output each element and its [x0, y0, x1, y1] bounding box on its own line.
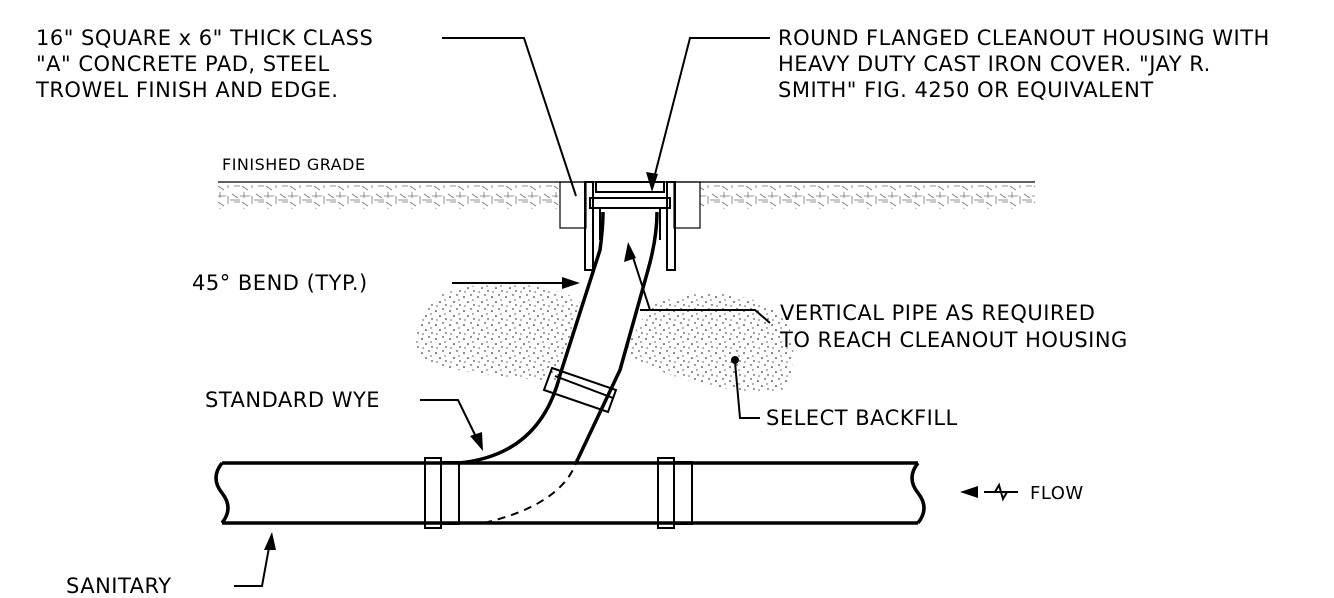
select-backfill-area: [415, 284, 794, 392]
sanitary-arrow: [264, 532, 276, 550]
pad-label-line1: 16" SQUARE x 6" THICK CLASS: [36, 26, 373, 50]
housing-label-line3: SMITH" FIG. 4250 OR EQUIVALENT: [778, 78, 1154, 102]
riser-coupling: [542, 366, 618, 414]
sanitary-label: SANITARY: [66, 574, 172, 598]
pad-leader: [442, 37, 577, 197]
callout-labels: 16" SQUARE x 6" THICK CLASS "A" CONCRETE…: [35, 26, 1270, 598]
backfill-right: [625, 293, 794, 392]
vertical-pipe-arrow: [624, 242, 636, 262]
backfill-label: SELECT BACKFILL: [766, 406, 958, 430]
leaders: [234, 37, 1018, 587]
housing-arrow: [646, 172, 658, 192]
wye-riser-pipe: [458, 211, 659, 524]
wye-arrow: [470, 432, 483, 451]
coupling-left: [424, 457, 442, 529]
pad-label-line3: TROWEL FINISH AND EDGE.: [35, 78, 338, 102]
finished-grade-soil: [218, 181, 1035, 209]
flow-label: FLOW: [1030, 483, 1084, 504]
cleanout-cover: [589, 197, 671, 209]
wye-label: STANDARD WYE: [205, 388, 380, 412]
concrete-pad: [559, 181, 701, 229]
backfill-left: [415, 284, 580, 380]
flow-arrow: [960, 486, 978, 498]
finished-grade-label: FINISHED GRADE: [222, 155, 366, 174]
bend-arrow: [562, 277, 580, 289]
vertical-pipe-label-line2: TO REACH CLEANOUT HOUSING: [779, 328, 1128, 352]
sanitary-pipe: [214, 457, 926, 529]
coupling-right: [657, 457, 675, 529]
pad-label-line2: "A" CONCRETE PAD, STEEL: [36, 52, 330, 76]
soil-hatch-right: [700, 185, 1035, 209]
housing-label-line1: ROUND FLANGED CLEANOUT HOUSING WITH: [778, 26, 1270, 50]
backfill-dot: [731, 356, 739, 364]
housing-label-line2: HEAVY DUTY CAST IRON COVER. "JAY R.: [778, 52, 1211, 76]
cleanout-housing: [584, 181, 676, 271]
vertical-pipe-label-line1: VERTICAL PIPE AS REQUIRED: [780, 301, 1095, 325]
bend-label: 45° BEND (TYP.): [192, 271, 368, 295]
soil-hatch-left: [218, 185, 558, 209]
